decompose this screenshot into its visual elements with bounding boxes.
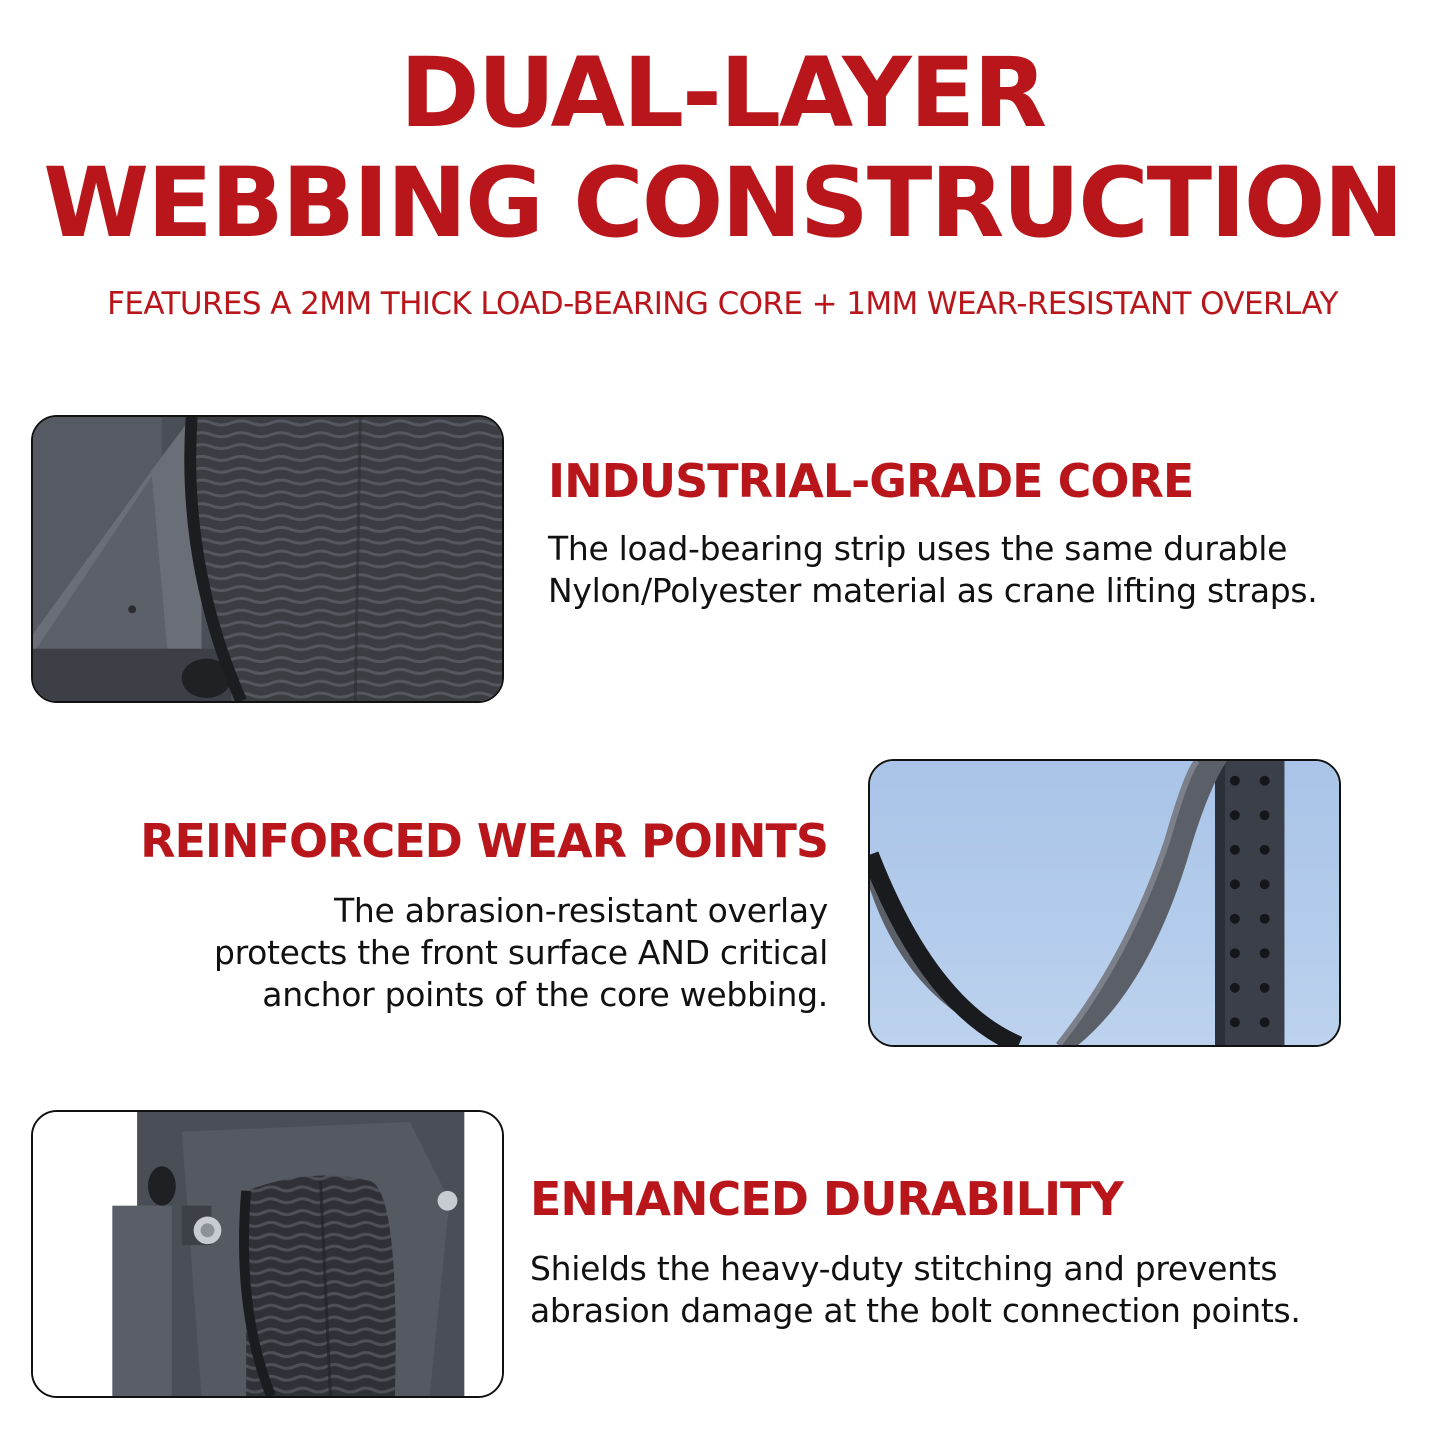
subtitle: FEATURES A 2MM THICK LOAD-BEARING CORE +… xyxy=(107,286,1338,322)
rack-strap-image xyxy=(870,761,1339,1045)
core-webbing-photo xyxy=(31,415,504,703)
section-heading-durability: ENHANCED DURABILITY xyxy=(530,1172,1124,1226)
bolt-connection-image xyxy=(33,1112,502,1396)
body-line: abrasion damage at the bolt connection p… xyxy=(530,1291,1301,1330)
section-body-durability: Shields the heavy-duty stitching and pre… xyxy=(530,1248,1410,1332)
body-line: Nylon/Polyester material as crane liftin… xyxy=(548,571,1318,610)
section-heading-wear-points: REINFORCED WEAR POINTS xyxy=(140,814,829,868)
bolt-connection-photo xyxy=(31,1110,504,1398)
title-line-1: DUAL-LAYER xyxy=(399,37,1047,149)
title-line-2: WEBBING CONSTRUCTION xyxy=(43,147,1404,259)
rack-strap-photo xyxy=(868,759,1341,1047)
section-body-wear-points: The abrasion-resistant overlay protects … xyxy=(128,890,828,1016)
body-line: The abrasion-resistant overlay xyxy=(334,891,828,930)
body-line: anchor points of the core webbing. xyxy=(262,975,828,1014)
body-line: protects the front surface AND critical xyxy=(213,933,828,972)
section-body-core: The load-bearing strip uses the same dur… xyxy=(548,528,1408,612)
body-line: Shields the heavy-duty stitching and pre… xyxy=(530,1249,1278,1288)
body-line: The load-bearing strip uses the same dur… xyxy=(548,529,1288,568)
section-heading-core: INDUSTRIAL-GRADE CORE xyxy=(548,454,1194,508)
core-webbing-image xyxy=(33,417,502,701)
